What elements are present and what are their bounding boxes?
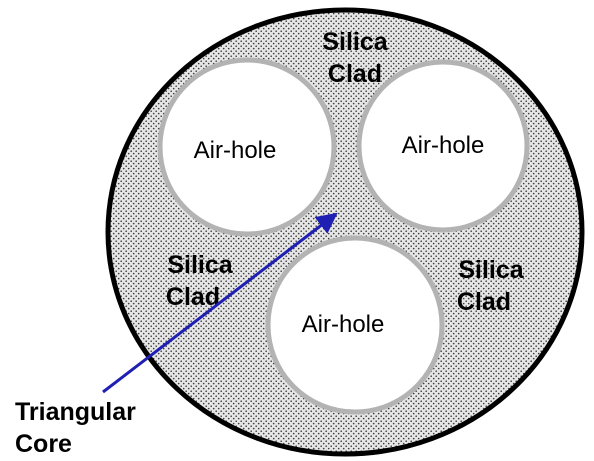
silica-clad-right-label-line2: Clad [457,288,511,316]
air-hole-right-label: Air-hole [402,132,485,159]
silica-clad-top-label-line1: Silica [322,28,388,56]
air-hole-bottom [265,235,445,415]
core-pointer-arrow [102,212,338,394]
silica-clad-right-label-line1: Silica [458,256,524,284]
silica-clad-left-label-line1: Silica [167,251,233,279]
air-hole-right [356,59,530,233]
air-hole-bottom-label: Air-hole [302,311,385,338]
air-hole-left [157,57,337,237]
silica-clad-top-label-line2: Clad [328,60,382,88]
air-hole-left-label: Air-hole [194,137,277,164]
triangular-core-label-line1: Triangular [15,398,136,426]
silica-clad-left-label-line2: Clad [166,283,220,311]
triangular-core-label-line2: Core [15,430,72,458]
